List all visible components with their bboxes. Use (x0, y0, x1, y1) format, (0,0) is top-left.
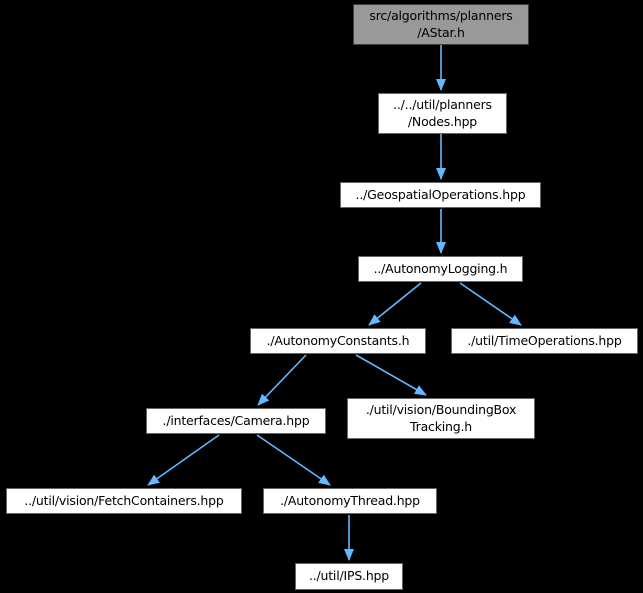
edge-constants-camera (257, 354, 307, 406)
node-geospatialoperations-hpp[interactable]: ../GeospatialOperations.hpp (340, 182, 541, 208)
node-astar-h[interactable]: src/algorithms/planners /AStar.h (353, 4, 529, 45)
node-autonomyconstants-h[interactable]: ./AutonomyConstants.h (250, 328, 426, 354)
edge-constants-bbox (355, 354, 427, 396)
edge-camera-thread (256, 434, 331, 486)
node-autonomythread-hpp[interactable]: ./AutonomyThread.hpp (263, 488, 437, 514)
node-boundingboxtracking-h[interactable]: ./util/vision/BoundingBox Tracking.h (347, 398, 535, 439)
node-autonomylogging-h[interactable]: ../AutonomyLogging.h (358, 256, 523, 282)
edge-camera-fetch (147, 434, 220, 486)
node-nodes-hpp[interactable]: ../../util/planners /Nodes.hpp (378, 93, 507, 134)
node-timeoperations-hpp[interactable]: ./util/TimeOperations.hpp (451, 328, 638, 354)
node-camera-hpp[interactable]: ./interfaces/Camera.hpp (146, 408, 326, 434)
edge-logging-timeops (459, 282, 522, 326)
edge-logging-constants (368, 282, 422, 326)
node-fetchcontainers-hpp[interactable]: ../util/vision/FetchContainers.hpp (6, 488, 242, 514)
node-ips-hpp[interactable]: ../util/IPS.hpp (295, 563, 403, 590)
